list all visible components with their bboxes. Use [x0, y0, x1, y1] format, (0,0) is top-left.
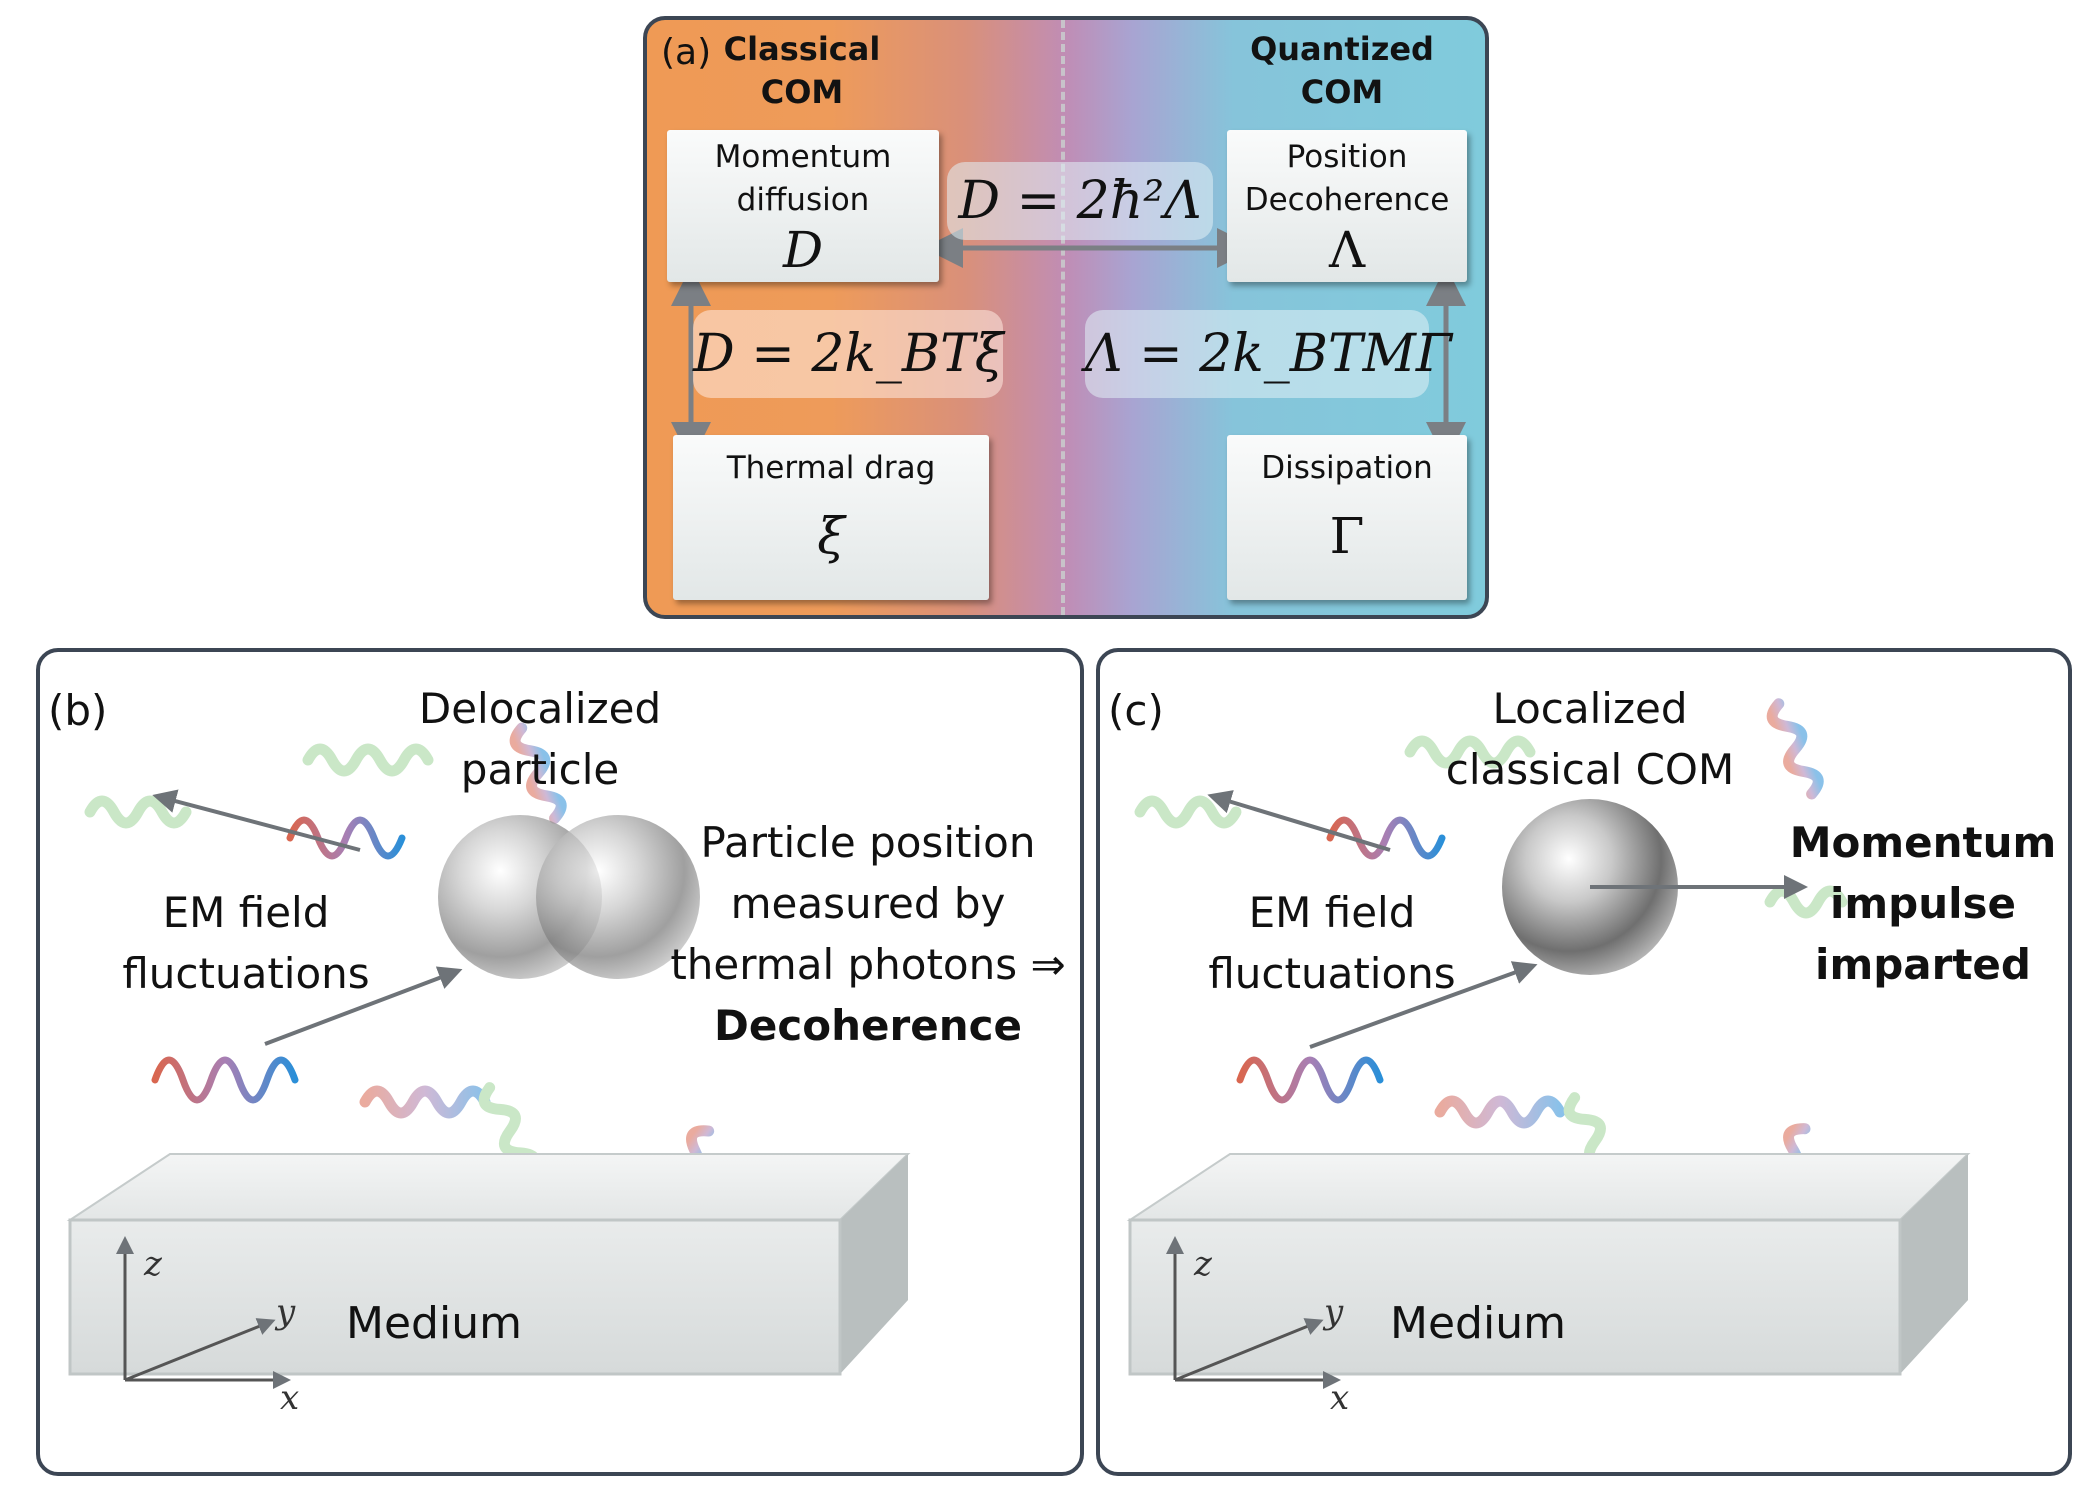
- axis-x-label-b: x: [280, 1378, 300, 1418]
- localized-com-label: Localized classical COM: [1445, 684, 1735, 794]
- equation-d-xi: D = 2k_BTξ: [693, 310, 1003, 398]
- medium-label-c: Medium: [1390, 1298, 1566, 1349]
- position-measured-label: Particle position measured by thermal ph…: [658, 812, 1078, 1056]
- axis-x-label-c: x: [1330, 1378, 1350, 1418]
- wave-outgoing: [286, 816, 406, 860]
- classical-quantum-divider: [1061, 20, 1065, 615]
- axis-z-label-b: z: [144, 1244, 162, 1284]
- medium-box-side: [840, 1154, 908, 1374]
- wave-purple-c2: [1434, 1095, 1566, 1129]
- axis-y-label-c: y: [1324, 1292, 1344, 1332]
- wave-purple-2: [359, 1085, 491, 1119]
- wave-green-2: [84, 795, 192, 829]
- equation-d-lambda: D = 2ħ²Λ: [947, 162, 1213, 240]
- decoherence-label: Decoherence: [714, 1001, 1022, 1050]
- equation-lambda-gamma: Λ = 2k_BTMΓ: [1085, 310, 1452, 398]
- wave-green-1: [302, 743, 434, 777]
- panel-a: (a) Classical COM Quantized COM Momentum…: [643, 16, 1489, 619]
- panel-c-label: (c): [1108, 686, 1164, 735]
- arrow-scattered-photon-c: [1207, 790, 1391, 852]
- panel-c: (c) Localized classical COM EM field flu…: [1096, 648, 2072, 1476]
- medium-box-outline: [68, 1218, 842, 1376]
- thermal-drag-card: Thermal drag ξ: [673, 435, 989, 600]
- axis-y-c: [1174, 1318, 1324, 1382]
- wave-purple-c1: [1766, 698, 1824, 800]
- medium-label-b: Medium: [346, 1298, 522, 1349]
- wave-green-c4: [1764, 885, 1848, 919]
- medium-box-side-c: [1900, 1154, 1968, 1374]
- panel-a-label: (a): [661, 32, 712, 73]
- panel-b-label: (b): [48, 686, 108, 735]
- wave-green-c1: [1404, 735, 1536, 769]
- medium-box-top-c: [1126, 1153, 1971, 1221]
- axis-z-label-c: z: [1194, 1244, 1212, 1284]
- momentum-diffusion-card: Momentum diffusion D: [667, 130, 939, 282]
- quantized-com-header: Quantized COM: [1250, 30, 1434, 111]
- wave-incoming-c: [1236, 1056, 1384, 1104]
- axis-y: [124, 1318, 276, 1382]
- position-decoherence-card: Position Decoherence Λ: [1227, 130, 1467, 282]
- medium-box-top: [66, 1153, 911, 1221]
- wave-purple-1: [509, 722, 567, 824]
- wave-incoming: [151, 1056, 299, 1104]
- arrow-incoming-photon: [264, 966, 463, 1046]
- panel-b: (b) Delocalized particle EM field fluctu…: [36, 648, 1084, 1476]
- dissipation-card: Dissipation Γ: [1227, 435, 1467, 600]
- arrow-incoming-photon-c: [1309, 961, 1538, 1049]
- delocalized-particle-label: Delocalized particle: [418, 684, 662, 794]
- medium-box-outline-c: [1128, 1218, 1902, 1376]
- axis-y-label-b: y: [276, 1292, 296, 1332]
- particle-right: [536, 815, 700, 979]
- momentum-impulse-label: Momentum impulse imparted: [1789, 818, 2057, 989]
- classical-com-header: Classical COM: [723, 30, 881, 111]
- panel-a-arrows: [671, 228, 1466, 462]
- em-field-label-b: EM field fluctuations: [122, 888, 370, 998]
- em-field-label-c: EM field fluctuations: [1208, 888, 1456, 998]
- wave-green-c2: [1134, 795, 1242, 829]
- panel-b-graphics: [66, 722, 911, 1389]
- wave-outgoing-c: [1326, 816, 1446, 860]
- arrow-scattered-photon: [152, 789, 361, 852]
- panel-c-graphics: [1126, 698, 1971, 1389]
